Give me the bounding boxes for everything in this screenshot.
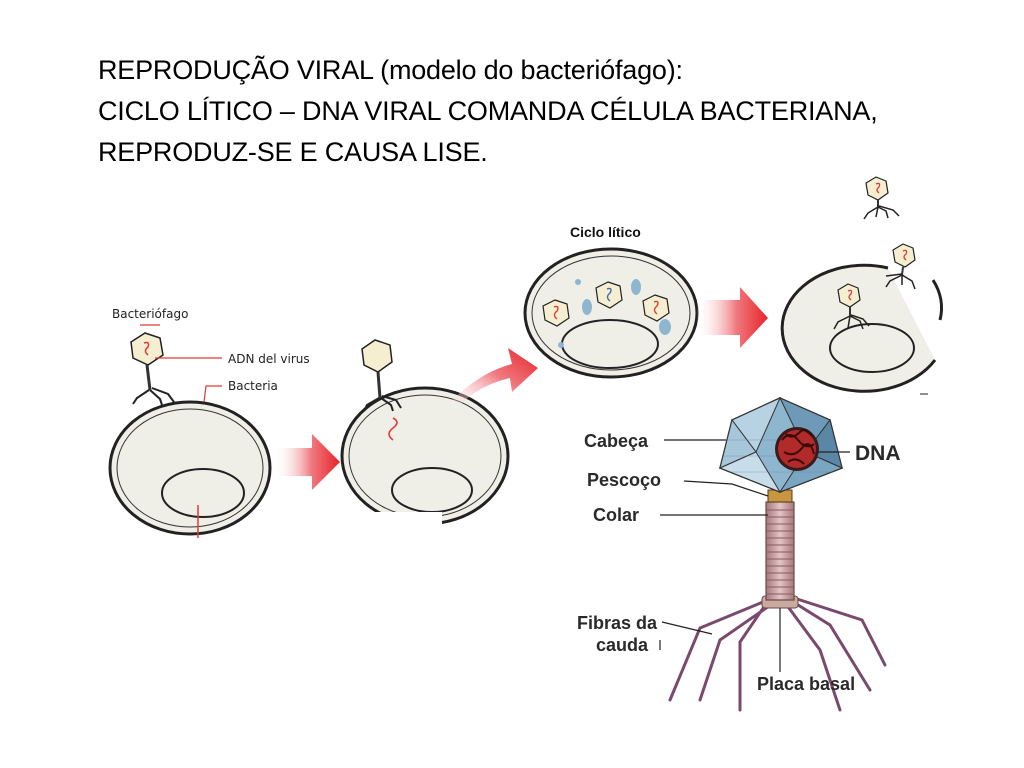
label-dna: DNA bbox=[855, 442, 901, 465]
arrow-step-2 bbox=[450, 348, 538, 410]
bacteria-cell-3 bbox=[523, 247, 699, 379]
label-collar: Colar bbox=[593, 505, 639, 525]
bacteria-cell-2 bbox=[340, 386, 510, 542]
bacteria-cell-4 bbox=[780, 263, 943, 395]
bacteriophage-icon bbox=[130, 332, 175, 406]
title-line-2: CICLO LÍTICO – DNA VIRAL COMANDA CÉLULA … bbox=[98, 96, 878, 126]
label-neck: Pescoço bbox=[587, 470, 661, 490]
released-phages bbox=[833, 176, 916, 330]
viral-dna-coil bbox=[775, 427, 819, 471]
label-connector-lines bbox=[140, 324, 222, 403]
label-base-plate: Placa basal bbox=[757, 674, 855, 694]
label-bacteria: Bacteria bbox=[228, 379, 278, 393]
title-line-3: REPRODUZ-SE E CAUSA LISE. bbox=[98, 137, 488, 167]
structure-label-lines bbox=[659, 439, 850, 672]
lytic-cycle-title: Ciclo lítico bbox=[570, 224, 641, 240]
slide-title: REPRODUÇÃO VIRAL (modelo do bacteriófago… bbox=[98, 50, 998, 173]
label-bacteriophage: Bacteriófago bbox=[112, 307, 188, 321]
tail-fibers bbox=[668, 596, 887, 712]
label-head: Cabeça bbox=[584, 431, 649, 451]
label-tail-fibers-2: cauda bbox=[596, 635, 649, 655]
title-line-1: REPRODUÇÃO VIRAL (modelo do bacteriófago… bbox=[98, 55, 683, 85]
arrow-step-3 bbox=[697, 287, 768, 348]
new-viral-particles bbox=[542, 279, 671, 348]
phage-structure-diagram: Cabeça DNA Pescoço Colar Fibras da cauda… bbox=[577, 396, 901, 712]
bacteria-cell-1 bbox=[108, 400, 272, 538]
tail-sheath bbox=[765, 501, 795, 601]
empty-phage-icon bbox=[361, 339, 402, 412]
label-viral-dna: ADN del virus bbox=[228, 352, 310, 366]
label-tail-fibers-1: Fibras da bbox=[577, 613, 658, 633]
arrow-step-1 bbox=[276, 434, 340, 490]
